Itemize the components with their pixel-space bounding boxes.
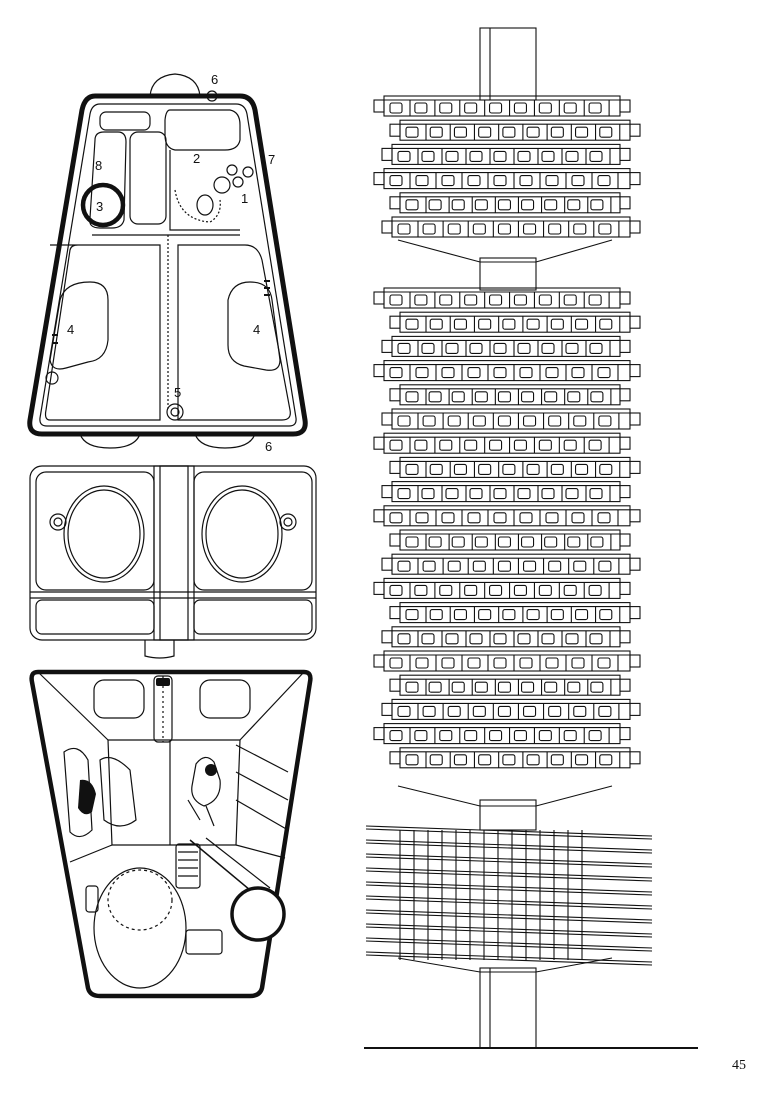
- capsule-floor-plan: [27, 73, 308, 449]
- plan-label-1: 1: [241, 191, 248, 206]
- plan-label-8: 8: [95, 158, 102, 173]
- plan-label-4-left: 4: [67, 322, 74, 337]
- plan-label-6-bottom: 6: [265, 439, 272, 454]
- porthole-circle: [230, 886, 286, 942]
- page-number: 45: [732, 1058, 746, 1073]
- plan-label-3: 3: [96, 199, 103, 214]
- round-table-symbol: [80, 182, 126, 228]
- interior-dark-accents: [78, 678, 217, 815]
- capsule-interior-perspective: [29, 669, 313, 999]
- plan-label-5: 5: [174, 385, 181, 400]
- plan-label-4-right: 4: [253, 322, 260, 337]
- wall-fixture-marks: [52, 280, 270, 344]
- plan-label-6-top: 6: [211, 72, 218, 87]
- capsule-tower-elevation: [365, 27, 653, 1049]
- capsule-elevation: [29, 465, 317, 659]
- plan-label-2: 2: [193, 151, 200, 166]
- plan-label-7: 7: [268, 152, 275, 167]
